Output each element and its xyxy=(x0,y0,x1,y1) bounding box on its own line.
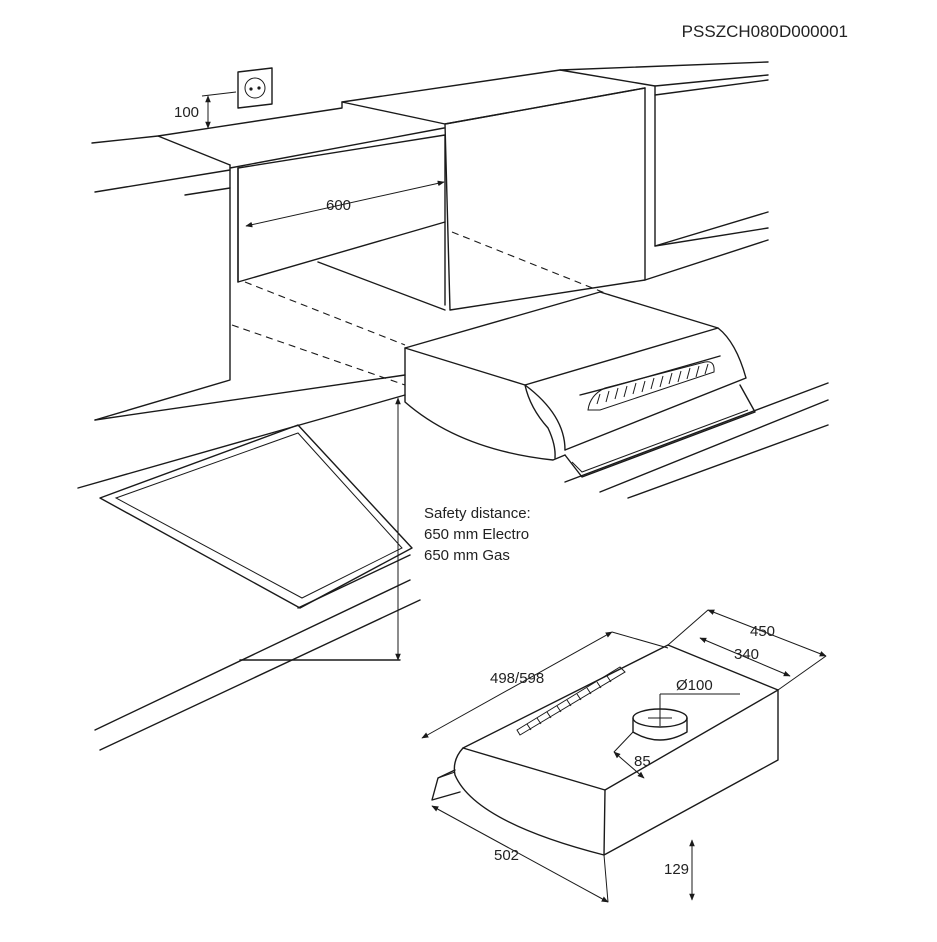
worktop xyxy=(77,374,829,751)
wall-socket xyxy=(237,67,273,109)
safety-distance-gas: 650 mm Gas xyxy=(424,547,510,564)
hob xyxy=(99,424,413,609)
hood-width-dimension xyxy=(421,631,669,739)
projection-lines xyxy=(231,231,611,386)
hood-dimension-drawing xyxy=(431,644,779,856)
socket-height-dimension xyxy=(201,91,237,129)
duct-diameter-leader xyxy=(659,693,740,708)
installed-hood xyxy=(404,291,756,478)
duct-offset-front-label: 85 xyxy=(634,753,651,770)
hood-depth-dimension xyxy=(667,609,827,691)
duct-offset-depth-dimension xyxy=(699,637,791,677)
hood-depth-label: 450 xyxy=(750,623,775,640)
right-wall-cabinet xyxy=(317,85,769,311)
hood-base-width-dimension xyxy=(431,805,609,903)
cabinet-width-label: 600 xyxy=(326,197,351,214)
duct-diameter-label: Ø100 xyxy=(676,677,713,694)
duct-collar xyxy=(632,705,688,741)
duct-offset-depth-label: 340 xyxy=(734,646,759,663)
safety-distance-title: Safety distance: xyxy=(424,505,531,522)
hood-base-width-label: 502 xyxy=(494,847,519,864)
left-wall-cabinet xyxy=(94,127,445,421)
duct-offset-front-dimension xyxy=(613,731,645,779)
document-code: PSSZCH080D000001 xyxy=(682,22,848,41)
hood-height-label: 129 xyxy=(664,861,689,878)
socket-height-label: 100 xyxy=(174,104,199,121)
safety-distance-electro: 650 mm Electro xyxy=(424,526,529,543)
hood-width-label: 498/598 xyxy=(490,670,544,687)
cabinet-width-dimension xyxy=(245,180,445,228)
wall-outline xyxy=(91,61,769,196)
